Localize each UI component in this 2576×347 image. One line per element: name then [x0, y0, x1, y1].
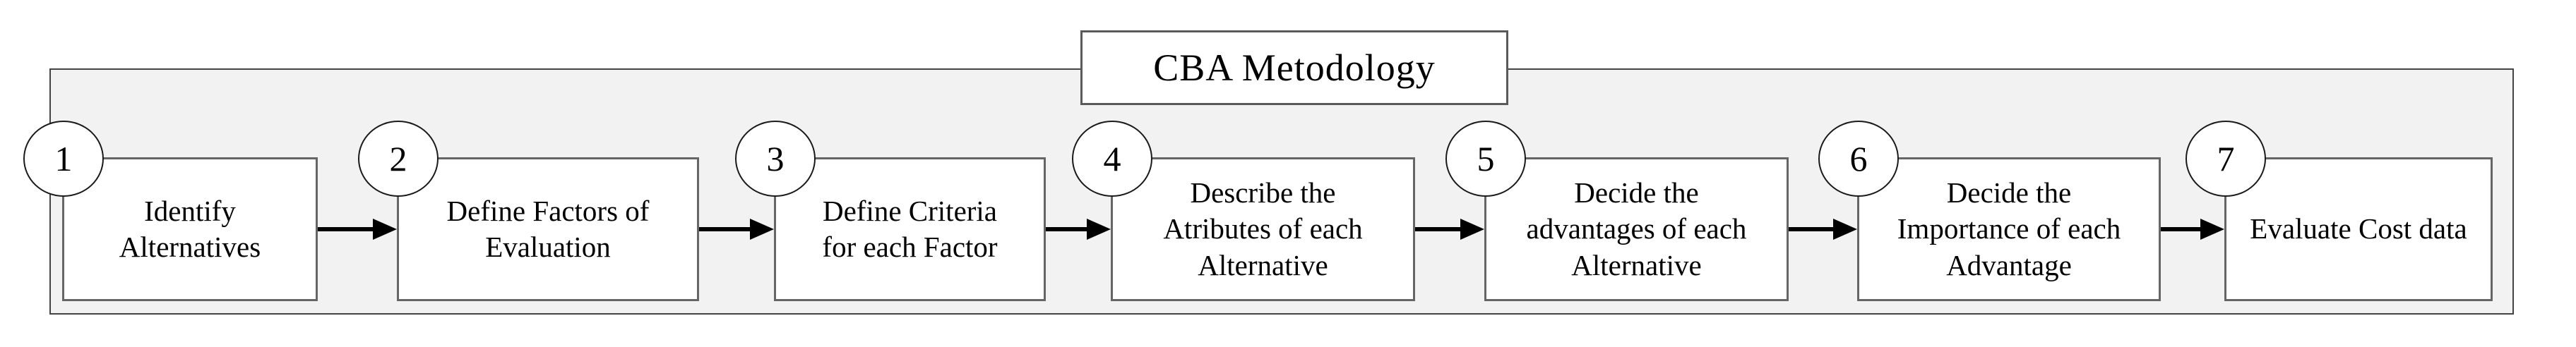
step-label: Define Criteria for each Factor — [822, 194, 998, 263]
step-label: Identify Alternatives — [119, 194, 261, 263]
step-box-3: Define Criteria for each Factor — [774, 157, 1046, 301]
step-box-1: Identify Alternatives — [62, 157, 318, 301]
diagram-title-box: CBA Metodology — [1080, 30, 1508, 105]
step-label: Decide the advantages of each Alternativ… — [1526, 176, 1747, 281]
step-box-7: Evaluate Cost data — [2224, 157, 2493, 301]
step-number-badge-4: 4 — [1072, 121, 1152, 197]
step-number: 1 — [54, 139, 73, 178]
step-number: 2 — [389, 139, 407, 178]
step-number-badge-3: 3 — [735, 121, 816, 197]
step-box-5: Decide the advantages of each Alternativ… — [1484, 157, 1789, 301]
step-label: Evaluate Cost data — [2250, 212, 2467, 245]
step-box-6: Decide the Importance of each Advantage — [1857, 157, 2161, 301]
step-number: 3 — [766, 139, 785, 178]
step-number: 5 — [1477, 139, 1495, 178]
step-number: 4 — [1103, 139, 1121, 178]
step-number-badge-7: 7 — [2186, 121, 2266, 197]
step-box-4: Describe the Atributes of each Alternati… — [1111, 157, 1415, 301]
step-number-badge-6: 6 — [1818, 121, 1899, 197]
step-label: Define Factors of Evaluation — [446, 194, 650, 263]
step-number-badge-5: 5 — [1445, 121, 1526, 197]
step-number: 7 — [2217, 139, 2235, 178]
step-label: Decide the Importance of each Advantage — [1897, 176, 2121, 281]
step-number: 6 — [1849, 139, 1868, 178]
step-label: Describe the Atributes of each Alternati… — [1163, 176, 1363, 281]
diagram-title: CBA Metodology — [1153, 47, 1436, 89]
step-number-badge-1: 1 — [23, 121, 104, 197]
step-number-badge-2: 2 — [358, 121, 439, 197]
step-box-2: Define Factors of Evaluation — [397, 157, 699, 301]
